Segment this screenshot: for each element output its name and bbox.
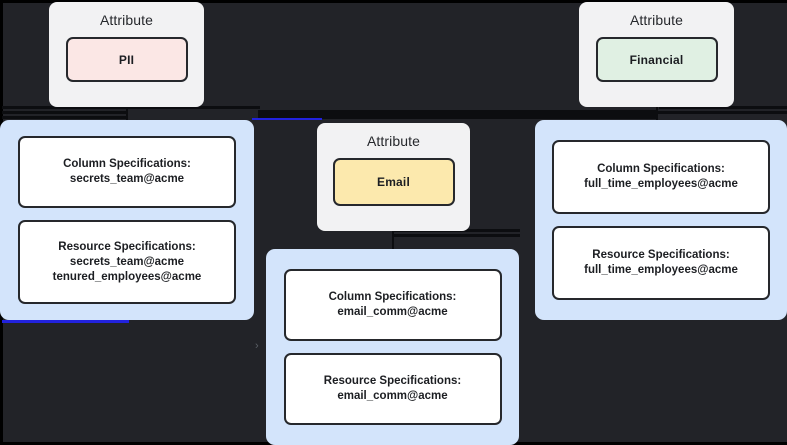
spec-box-value: secrets_team@acme <box>69 173 185 185</box>
spec-box-resource-specifications[interactable]: Resource Specifications: secrets_team@ac… <box>18 220 236 304</box>
spec-box-title: Resource Specifications: <box>58 240 196 253</box>
spec-box-title: Resource Specifications: <box>592 249 730 261</box>
spec-box-title: Column Specifications: <box>328 291 457 303</box>
edge-highlight-top <box>252 118 322 120</box>
spec-box-column-specifications[interactable]: Column Specifications: secrets_team@acme <box>18 136 236 208</box>
attribute-chip-email[interactable]: Email <box>332 158 455 206</box>
spec-group-pii: Column Specifications: secrets_team@acme… <box>0 120 254 320</box>
edge-pii-horizontal-2 <box>2 111 128 114</box>
spec-box-column-specifications[interactable]: Column Specifications: full_time_employe… <box>552 140 770 214</box>
attribute-card-financial-header: Attribute <box>629 12 684 28</box>
attribute-chip-financial[interactable]: Financial <box>595 37 718 82</box>
edge-email-vertical <box>392 229 394 249</box>
attribute-card-email-header: Attribute <box>366 133 421 149</box>
spec-box-value: full_time_employees@acme <box>584 178 738 190</box>
spec-box-value: secrets_team@acme <box>69 255 185 268</box>
spec-group-email: Column Specifications: email_comm@acme R… <box>266 249 519 445</box>
edge-financial-horizontal-2 <box>659 111 787 114</box>
spec-box-column-specifications[interactable]: Column Specifications: email_comm@acme <box>283 269 502 341</box>
attribute-chip-pii[interactable]: PII <box>65 37 188 82</box>
chevron-right-icon: › <box>255 340 259 352</box>
edge-financial-vertical <box>656 106 658 120</box>
attribute-card-financial[interactable]: Attribute Financial <box>579 2 734 107</box>
edge-email-horizontal-2 <box>392 234 520 237</box>
spec-box-resource-specifications[interactable]: Resource Specifications: email_comm@acme <box>283 353 502 425</box>
spec-box-value: tenured_employees@acme <box>52 270 202 283</box>
spec-box-value: email_comm@acme <box>337 390 448 402</box>
attribute-card-email[interactable]: Attribute Email <box>317 123 470 231</box>
edge-financial-horizontal-3 <box>530 111 660 114</box>
spec-box-title: Resource Specifications: <box>323 375 462 387</box>
spec-box-resource-specifications[interactable]: Resource Specifications: full_time_emplo… <box>552 226 770 300</box>
spec-box-title: Column Specifications: <box>63 158 191 170</box>
attribute-card-pii[interactable]: Attribute PII <box>49 2 204 107</box>
edge-pii-vertical <box>126 106 128 120</box>
edge-highlight-bottom <box>2 320 129 323</box>
edge-pii-horizontal-3 <box>2 116 128 119</box>
spec-box-title: Column Specifications: <box>597 163 725 175</box>
spec-box-value: full_time_employees@acme <box>584 264 738 276</box>
attribute-card-pii-header: Attribute <box>99 12 154 28</box>
edge-main-rail <box>258 110 658 119</box>
spec-group-financial: Column Specifications: full_time_employe… <box>535 120 787 320</box>
spec-box-value: email_comm@acme <box>337 306 448 318</box>
